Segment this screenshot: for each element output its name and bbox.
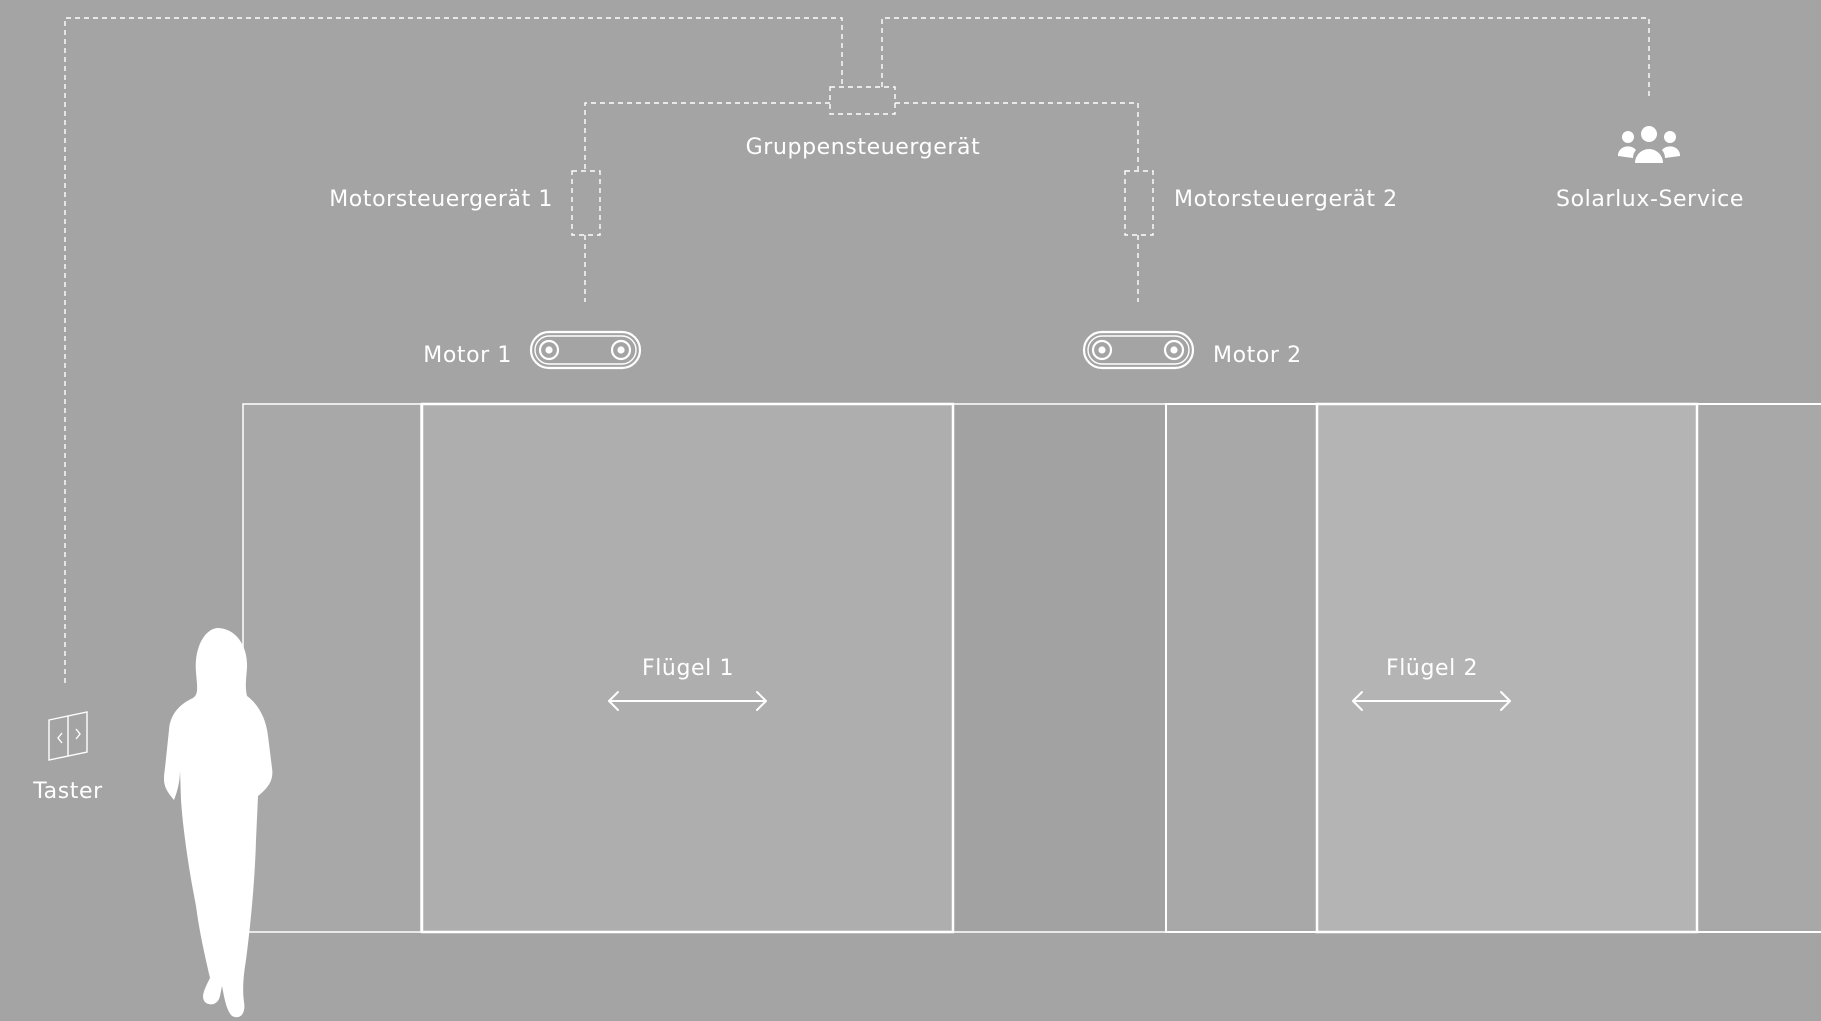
fixed-panel-left xyxy=(243,404,421,932)
motor-controller-1-box xyxy=(572,171,600,235)
service-label: Solarlux-Service xyxy=(1556,189,1744,211)
motor-1-label: Motor 1 xyxy=(423,345,512,367)
sash-1-label: Flügel 1 xyxy=(642,658,734,680)
fixed-panel-right xyxy=(1697,404,1821,932)
sash-2-label: Flügel 2 xyxy=(1386,658,1478,680)
motor-2-label: Motor 2 xyxy=(1213,345,1302,367)
motor-controller-2-box xyxy=(1125,171,1153,235)
motor-controller-2-label: Motorsteuergerät 2 xyxy=(1174,189,1398,211)
door-button-icon xyxy=(49,712,87,760)
motor-controller-1-label: Motorsteuergerät 1 xyxy=(329,189,553,211)
motor-icon xyxy=(531,332,640,368)
group-controller-box xyxy=(830,87,895,114)
panel-middle-right xyxy=(1166,404,1317,932)
button-label: Taster xyxy=(33,781,103,803)
wire-service-to-group xyxy=(882,18,1649,100)
motor-icon xyxy=(1084,332,1193,368)
sash-2-panel xyxy=(1317,404,1697,932)
fixed-panel-middle xyxy=(953,404,1166,932)
glass-front xyxy=(243,404,1821,932)
group-controller-label: Gruppensteuergerät xyxy=(746,137,981,159)
people-icon xyxy=(1618,126,1680,163)
